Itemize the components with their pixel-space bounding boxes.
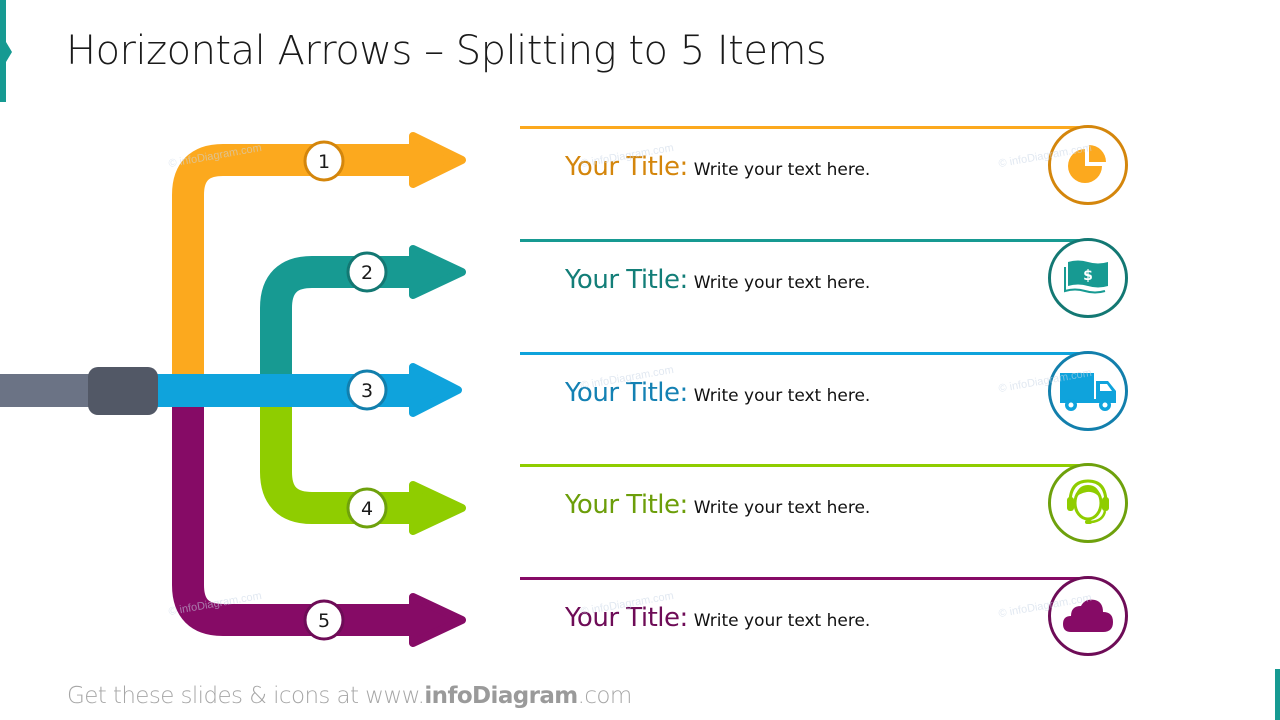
trunk-bar xyxy=(0,374,100,407)
row-text: Your Title:Write your text here. xyxy=(565,265,870,295)
svg-text:4: 4 xyxy=(361,498,373,520)
accent-bar-left xyxy=(0,0,6,102)
arrow-5 xyxy=(172,390,466,647)
item-row-1: Your Title:Write your text here. xyxy=(520,126,1140,216)
item-row-5: Your Title:Write your text here. xyxy=(520,577,1140,667)
row-divider xyxy=(520,577,1080,580)
item-row-2: Your Title:Write your text here. xyxy=(520,239,1140,329)
item-title: Your Title: xyxy=(565,603,688,633)
accent-notch xyxy=(6,42,12,62)
item-row-3: Your Title:Write your text here. xyxy=(520,352,1140,442)
item-title: Your Title: xyxy=(565,152,688,182)
svg-text:1: 1 xyxy=(318,151,330,173)
item-title: Your Title: xyxy=(565,490,688,520)
number-badge-4: 4 xyxy=(346,487,388,529)
number-badge-1: 1 xyxy=(303,140,345,182)
footer-prefix: Get these slides & icons at www. xyxy=(67,683,425,709)
arrow-1 xyxy=(172,132,466,390)
svg-text:$: $ xyxy=(1083,268,1093,284)
svg-text:2: 2 xyxy=(361,262,373,284)
icon-circle-4 xyxy=(1048,463,1128,543)
item-row-4: Your Title:Write your text here. xyxy=(520,464,1140,554)
support-headset-icon xyxy=(1067,479,1109,524)
item-text: Write your text here. xyxy=(693,386,871,406)
row-divider xyxy=(520,352,1080,355)
accent-bar-right xyxy=(1275,669,1280,720)
row-divider xyxy=(520,464,1080,467)
pie-chart-icon xyxy=(1068,145,1106,183)
row-divider xyxy=(520,239,1080,242)
svg-text:5: 5 xyxy=(318,610,330,632)
cloud-icon xyxy=(1063,599,1113,632)
icon-circle-1 xyxy=(1048,125,1128,205)
row-text: Your Title:Write your text here. xyxy=(565,152,870,182)
arrow-2 xyxy=(260,245,466,390)
icon-circle-5 xyxy=(1048,576,1128,656)
arrow-4 xyxy=(260,390,466,535)
item-title: Your Title: xyxy=(565,378,688,408)
item-text: Write your text here. xyxy=(693,498,871,518)
number-badge-2: 2 xyxy=(346,251,388,293)
footer-brand: infoDiagram xyxy=(424,683,578,709)
item-title: Your Title: xyxy=(565,265,688,295)
item-text: Write your text here. xyxy=(693,160,871,180)
row-text: Your Title:Write your text here. xyxy=(565,490,870,520)
trunk-connector xyxy=(88,367,158,415)
row-divider xyxy=(520,126,1080,129)
item-text: Write your text here. xyxy=(693,273,871,293)
number-badge-5: 5 xyxy=(303,599,345,641)
number-badge-3: 3 xyxy=(346,369,388,411)
icon-circle-3 xyxy=(1048,351,1128,431)
svg-text:3: 3 xyxy=(361,380,373,402)
money-bill-icon: $ xyxy=(1064,260,1108,294)
delivery-truck-icon xyxy=(1060,373,1116,411)
icon-circle-2: $ xyxy=(1048,238,1128,318)
footer-link[interactable]: Get these slides & icons at www.infoDiag… xyxy=(67,683,632,709)
footer-suffix: .com xyxy=(577,683,633,709)
page-title: Horizontal Arrows – Splitting to 5 Items xyxy=(66,28,827,74)
row-text: Your Title:Write your text here. xyxy=(565,378,870,408)
item-text: Write your text here. xyxy=(693,611,871,631)
row-text: Your Title:Write your text here. xyxy=(565,603,870,633)
